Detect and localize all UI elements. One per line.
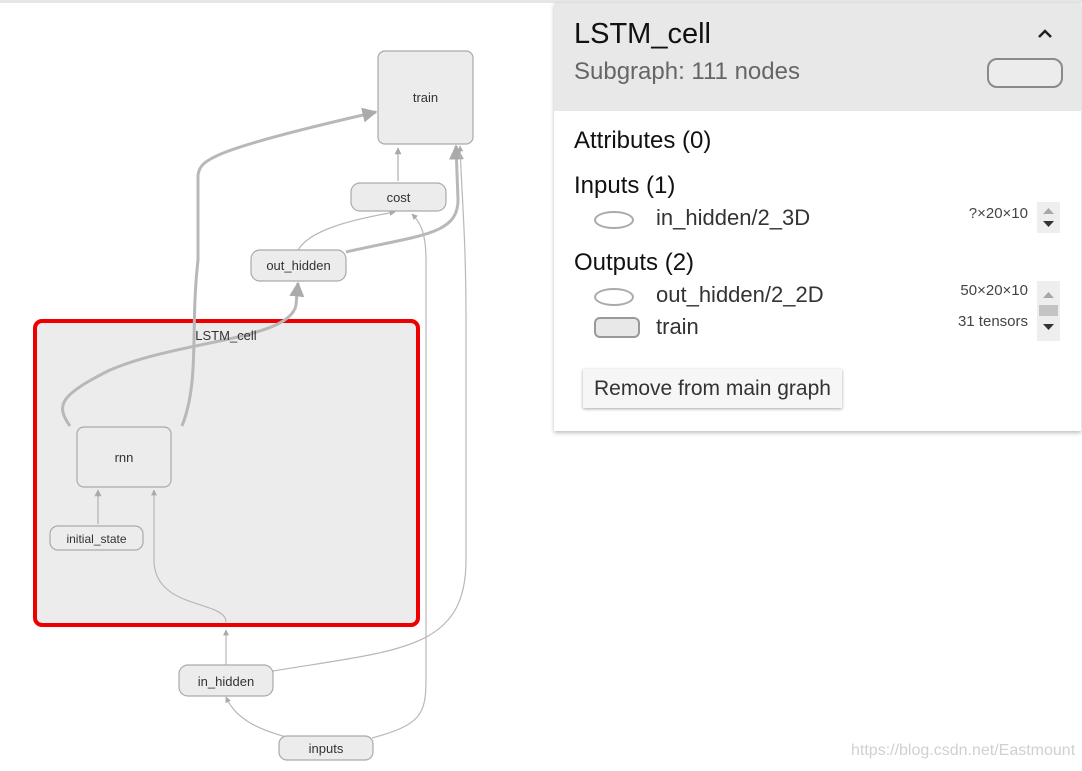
output-item-count: 31 tensors bbox=[957, 313, 1028, 330]
lstm-cell-label: LSTM_cell bbox=[195, 328, 257, 343]
attributes-title: Attributes (0) bbox=[574, 127, 712, 154]
outputs-scroll[interactable] bbox=[1037, 281, 1060, 341]
node-inputs-label: inputs bbox=[309, 741, 344, 756]
edge-rnn-out-hidden bbox=[61, 281, 305, 427]
remove-from-main-graph-button[interactable]: Remove from main graph bbox=[583, 369, 842, 408]
op-ellipse-icon bbox=[594, 288, 634, 306]
edge-out-hidden-cost bbox=[297, 209, 396, 251]
edge-in-hidden-train bbox=[272, 145, 467, 672]
subgraph-rect-icon bbox=[594, 317, 640, 338]
inputs-scroll[interactable] bbox=[1037, 202, 1060, 233]
node-cost-label: cost bbox=[387, 190, 411, 205]
node-train-label: train bbox=[413, 90, 438, 105]
node-info-panel: LSTM_cell Subgraph: 111 nodes Attributes… bbox=[554, 3, 1081, 431]
inputs-title: Inputs (1) bbox=[574, 172, 676, 199]
scroll-up-icon bbox=[1043, 208, 1054, 214]
edge-in-hidden-rnn bbox=[151, 489, 227, 623]
graph-edges bbox=[61, 107, 467, 739]
outputs-title: Outputs (2) bbox=[574, 249, 695, 276]
input-item-label[interactable]: in_hidden/2_3D bbox=[656, 205, 811, 230]
edge-inputs-in-hidden bbox=[225, 696, 291, 739]
node-rnn-label: rnn bbox=[115, 450, 134, 465]
input-item-shape: ?×20×10 bbox=[968, 205, 1028, 222]
edge-inputs-cost bbox=[371, 213, 427, 739]
node-in-hidden[interactable] bbox=[178, 664, 274, 697]
edge-out-hidden-train bbox=[345, 144, 464, 254]
top-border bbox=[0, 0, 1082, 3]
node-train[interactable] bbox=[377, 50, 474, 145]
panel-subtitle: Subgraph: 111 nodes bbox=[574, 58, 800, 85]
node-rnn[interactable] bbox=[76, 426, 172, 488]
output-item-label[interactable]: out_hidden/2_2D bbox=[656, 282, 824, 307]
node-initial-state[interactable] bbox=[49, 525, 144, 551]
node-out-hidden-label: out_hidden bbox=[266, 258, 330, 273]
subgraph-shape-icon bbox=[987, 58, 1063, 88]
node-in-hidden-label: in_hidden bbox=[198, 674, 254, 689]
output-item-label[interactable]: train bbox=[656, 314, 699, 339]
node-cost[interactable] bbox=[350, 182, 447, 212]
scroll-down-icon bbox=[1043, 324, 1054, 330]
scroll-up-icon bbox=[1043, 292, 1054, 298]
panel-header: LSTM_cell Subgraph: 111 nodes bbox=[554, 3, 1081, 111]
output-item-shape: 50×20×10 bbox=[960, 282, 1028, 299]
node-out-hidden[interactable] bbox=[250, 249, 347, 282]
chevron-up-icon[interactable] bbox=[1034, 23, 1056, 45]
edge-rnn-train bbox=[180, 107, 378, 427]
scroll-down-icon bbox=[1043, 221, 1054, 227]
op-ellipse-icon bbox=[594, 211, 634, 229]
node-inputs[interactable] bbox=[278, 735, 374, 761]
scroll-thumb bbox=[1039, 305, 1058, 316]
watermark: https://blog.csdn.net/Eastmount bbox=[851, 742, 1076, 759]
node-initial-state-label: initial_state bbox=[66, 532, 126, 546]
panel-title: LSTM_cell bbox=[574, 18, 711, 50]
